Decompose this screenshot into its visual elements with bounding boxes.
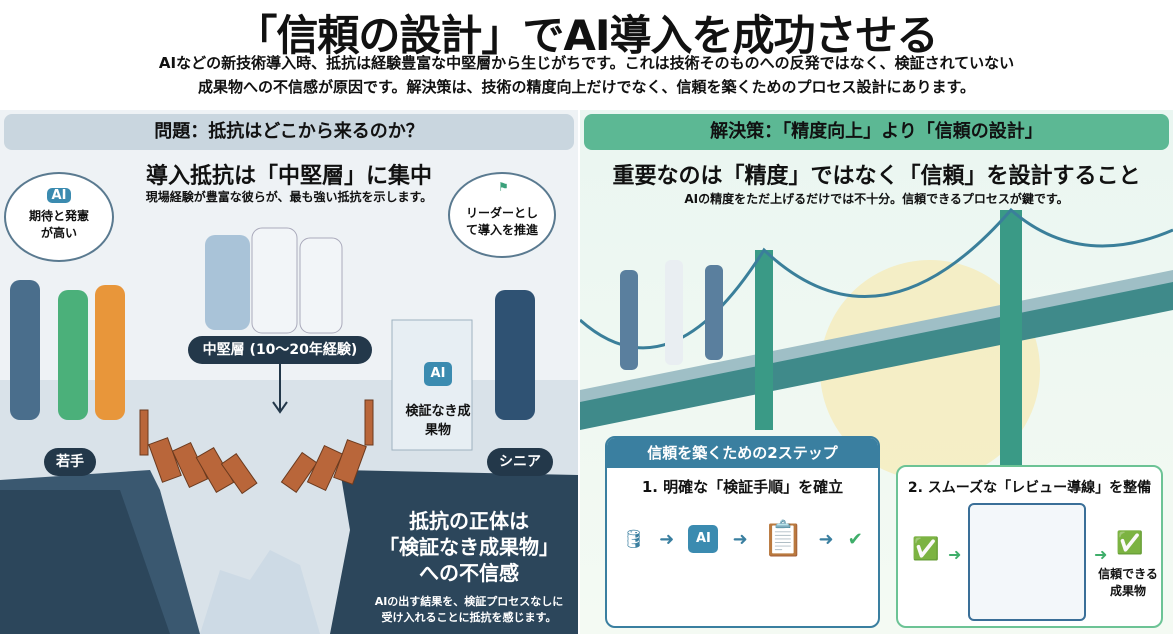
young-label: 若手	[44, 448, 96, 476]
trusted-output-line: 信頼できる	[1098, 567, 1158, 581]
trusted-output-label: 信頼できる 成果物	[1094, 565, 1162, 599]
solution-panel: 解決策：「精度向上」より「信頼の設計」 重要なのは「精度」ではなく「信頼」を設計…	[580, 110, 1173, 634]
unverified-output-label: 検証なき成果物	[405, 404, 471, 438]
step-2-title: 2. スムーズな「レビュー導線」を整備	[907, 480, 1152, 496]
subtitle-line-1: AIなどの新技術導入時、抵抗は経験豊富な中堅層から生じがちです。これは技術そのも…	[158, 54, 1015, 72]
ai-icon: AI	[47, 188, 71, 203]
flag-icon: ⚑	[498, 180, 509, 194]
cause-title: 抵抗の正体は 「検証なき成果物」 への不信感	[360, 508, 578, 586]
problem-panel: 問題：抵抗はどこから来るのか？ 導入抵抗は「中堅層」に集中 現場経験が豊富な彼ら…	[0, 110, 578, 634]
arrow-icon: ➜	[818, 528, 834, 550]
checklist-icon: 📋	[761, 519, 805, 559]
cause-title-line: 「検証なき成果物」	[379, 535, 559, 559]
mid-career-label: 中堅層 (10〜20年経験)	[188, 336, 372, 364]
senior-label: シニア	[487, 448, 553, 476]
document-check-icon: ✅	[912, 537, 940, 562]
solution-subheading: AIの精度をただ上げるだけでは不十分。信頼できるプロセスが鍵です。	[684, 192, 1069, 206]
step-1-card: 信頼を築くための2ステップ 1. 明確な「検証手順」を確立 🛢➜ AI➜ 📋➜ …	[605, 436, 880, 628]
bridge-illustration	[580, 207, 1173, 480]
ai-review-icon: AI	[688, 525, 719, 553]
senior-bubble-text: リーダーとして導入を推進	[465, 206, 538, 237]
trusted-document-icon: ✅	[1116, 531, 1144, 556]
arrow-icon: ➜	[1094, 545, 1108, 564]
verified-document-icon: ✔	[847, 528, 863, 550]
step-1-title: 1. 明確な「検証手順」を確立	[641, 478, 844, 496]
problem-header: 問題：抵抗はどこから来るのか？	[4, 114, 574, 150]
solution-header: 解決策：「精度向上」より「信頼の設計」	[584, 114, 1169, 150]
arrow-icon: ➜	[948, 545, 962, 564]
page-title: 「信頼の設計」でAI導入を成功させる	[235, 11, 938, 60]
subtitle-line-2: 成果物への不信感が原因です。解決策は、技術の精度向上だけでなく、信頼を築くための…	[197, 78, 975, 96]
cause-title-line: 抵抗の正体は	[409, 509, 529, 533]
problem-heading: 導入抵抗は「中堅層」に集中	[145, 164, 432, 189]
cause-text-line: AIの出す結果を、検証プロセスなしに	[374, 595, 564, 608]
database-icon: 🛢	[622, 528, 645, 550]
cause-text: AIの出す結果を、検証プロセスなしに 受け入れることに抵抗を感じます。	[360, 594, 578, 626]
steps-header: 信頼を築くための2ステップ	[607, 438, 878, 468]
young-bubble-text: 期待と発憲が高い	[28, 209, 89, 240]
senior-thought-bubble: ⚑ リーダーとして導入を推進	[448, 172, 556, 258]
arrow-icon: ➜	[732, 528, 748, 550]
cause-title-line: への不信感	[419, 561, 519, 585]
arrow-icon: ➜	[659, 528, 675, 550]
cause-text-line: 受け入れることに抵抗を感じます。	[381, 611, 557, 624]
review-screen-icon	[968, 503, 1086, 621]
trusted-output-line: 成果物	[1109, 584, 1146, 598]
problem-subheading: 現場経験が豊富な彼らが、最も強い抵抗を示します。	[145, 190, 433, 204]
ai-block-icon: AI	[424, 362, 452, 386]
step-2-card: 2. スムーズな「レビュー導線」を整備 ✅ ➜ ➜ ✅ 信頼できる 成果物	[896, 465, 1163, 628]
chasm-illustration	[0, 227, 578, 634]
solution-heading: 重要なのは「精度」ではなく「信頼」を設計すること	[612, 164, 1141, 189]
young-thought-bubble: AI 期待と発憲が高い	[4, 172, 114, 262]
